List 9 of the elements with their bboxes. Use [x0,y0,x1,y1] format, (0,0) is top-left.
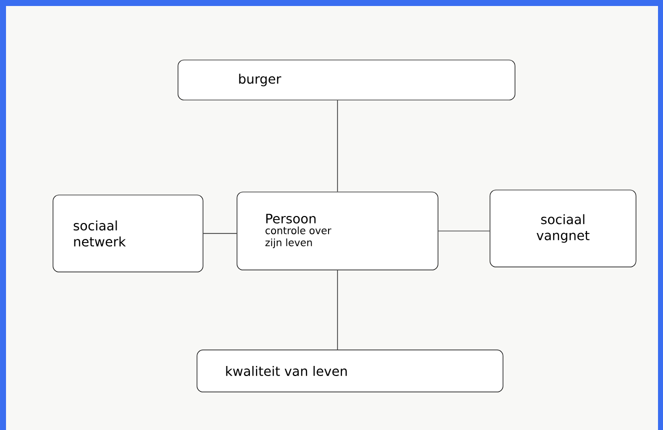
connector-line [337,270,338,350]
process-box: kwaliteit van leven [196,350,504,392]
process-box: sociaal netwerk [52,194,204,272]
process-box: Persoon controle over zijn leven [236,192,438,270]
connector-line [337,100,338,192]
process-box: sociaal vangnet [490,190,636,268]
process-box: burger [178,60,516,100]
connector-line [438,230,490,232]
connector-line [203,233,238,234]
